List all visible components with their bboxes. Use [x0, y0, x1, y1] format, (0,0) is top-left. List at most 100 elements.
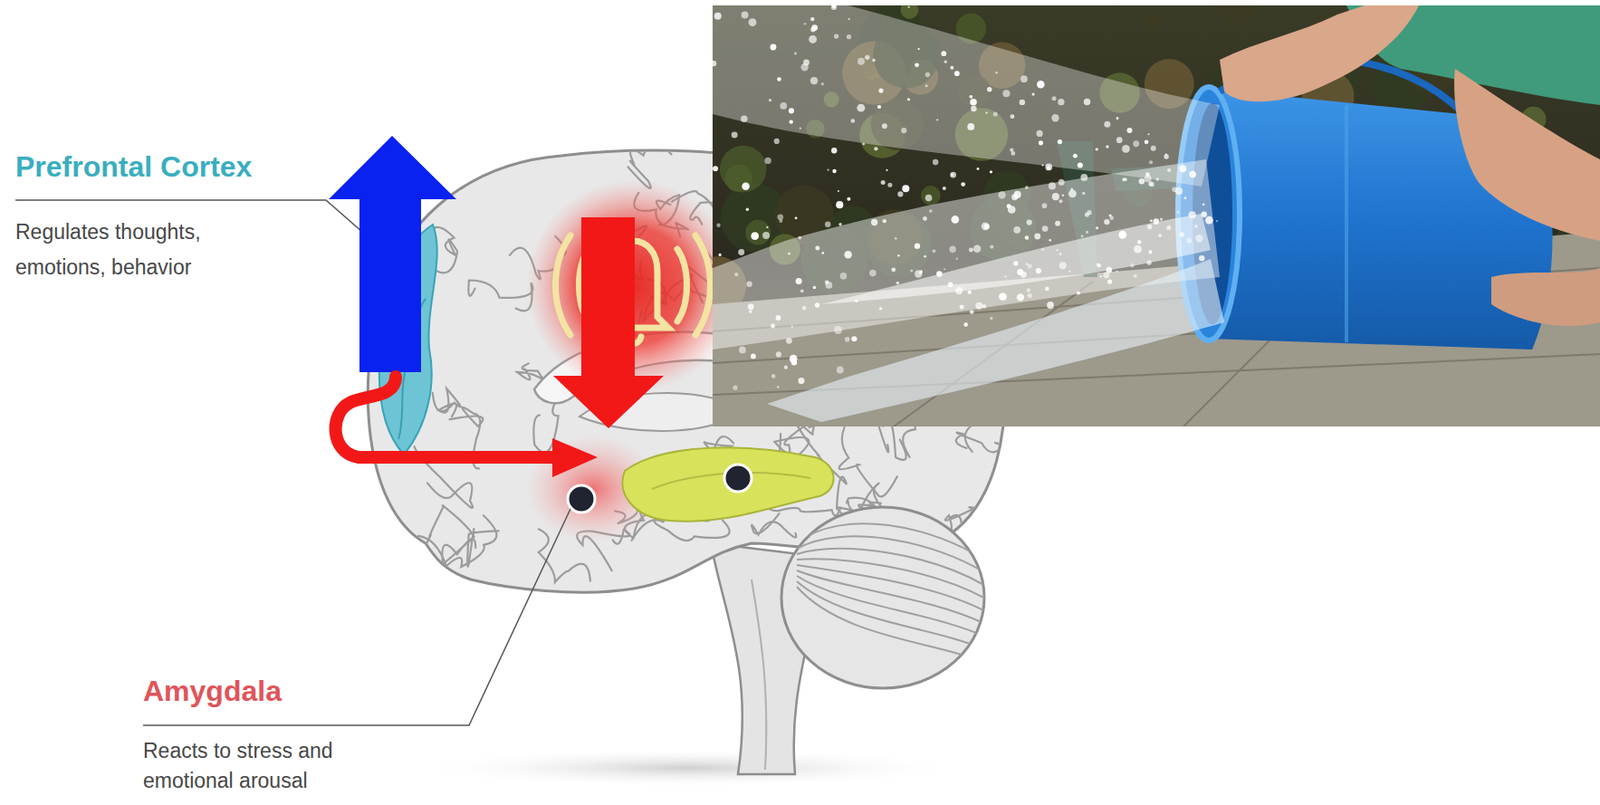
water-drop: [1188, 210, 1196, 219]
water-drop: [851, 335, 857, 342]
water-drop: [794, 51, 797, 55]
curved-arrow: [335, 376, 556, 458]
water-drop: [1103, 219, 1110, 225]
water-drop: [1107, 278, 1112, 284]
water-drop: [1123, 178, 1127, 182]
water-drop: [838, 222, 842, 226]
water-drop: [873, 146, 878, 151]
water-drop: [788, 119, 793, 124]
water-drop: [1158, 233, 1162, 238]
water-drop: [1163, 153, 1169, 159]
water-drop: [950, 215, 959, 224]
water-drop: [1042, 225, 1049, 232]
water-drop: [846, 197, 851, 202]
water-drop: [891, 267, 896, 272]
foliage-blob: [920, 185, 941, 206]
water-drop: [789, 354, 798, 364]
water-drop: [968, 95, 973, 99]
water-drop: [734, 272, 738, 277]
water-drop: [776, 351, 782, 357]
folia-line: [796, 581, 987, 651]
water-drop: [738, 346, 747, 355]
water-drop: [848, 18, 851, 20]
water-drop: [1175, 187, 1184, 196]
water-drop: [989, 244, 994, 249]
water-drop: [977, 167, 980, 171]
water-drop: [748, 309, 753, 314]
water-drop: [968, 248, 974, 253]
water-drop: [769, 43, 777, 50]
water-drop: [1059, 252, 1063, 256]
water-drop: [1148, 249, 1152, 254]
water-drop: [914, 62, 920, 68]
water-drop: [923, 255, 927, 259]
water-drop: [1132, 140, 1140, 147]
water-drop: [785, 337, 793, 345]
water-drop: [779, 102, 787, 110]
water-drop: [1116, 136, 1123, 144]
water-drop: [821, 82, 824, 86]
water-drop: [967, 289, 972, 294]
water-drop: [1020, 75, 1028, 83]
water-drop: [949, 66, 954, 70]
water-drop: [1052, 192, 1060, 201]
folia-line: [796, 523, 987, 562]
water-drop: [1006, 203, 1012, 209]
water-drop: [776, 315, 782, 321]
water-drop: [869, 269, 877, 278]
water-drop: [846, 34, 852, 39]
water-drop: [1070, 187, 1074, 191]
water-drop: [918, 47, 920, 50]
water-drop: [1102, 272, 1110, 279]
water-drop: [1147, 133, 1150, 135]
water-drop: [712, 60, 717, 67]
region-description: Reacts to stress and emotional arousal: [143, 736, 370, 797]
water-drop: [954, 70, 960, 77]
water-drop: [878, 87, 883, 93]
water-drop: [714, 12, 722, 20]
foliage-blob: [719, 145, 767, 193]
water-drop: [1137, 239, 1141, 244]
region-description: Regulates thoughts, emotions, behavior: [15, 214, 229, 286]
water-drop: [897, 191, 903, 197]
water-bucket-photo: [712, 5, 1600, 427]
water-drop: [1020, 271, 1027, 278]
water-drop: [1149, 220, 1153, 223]
water-drop: [1013, 260, 1018, 266]
water-drop: [1010, 114, 1016, 119]
water-drop: [1058, 179, 1065, 186]
water-drop: [747, 303, 755, 310]
water-drop: [973, 244, 981, 252]
water-drop: [983, 223, 989, 230]
water-drop: [998, 292, 1006, 300]
water-drop: [936, 118, 939, 121]
water-drop: [1056, 249, 1059, 251]
water-drop: [795, 216, 798, 220]
water-drop: [1205, 216, 1214, 225]
water-drop: [804, 22, 807, 26]
water-drop: [810, 17, 815, 21]
water-drop: [800, 288, 805, 293]
gyrus-line: [751, 513, 796, 537]
water-drop: [897, 254, 900, 257]
water-drop: [975, 302, 983, 310]
water-drop: [776, 76, 782, 82]
water-drop: [1082, 191, 1086, 196]
water-drop: [967, 123, 975, 131]
gyrus-line: [736, 548, 785, 588]
water-drop: [1025, 235, 1030, 240]
water-drop: [1116, 116, 1120, 120]
water-drop: [768, 98, 772, 102]
water-drop: [1051, 114, 1059, 122]
water-drop: [1085, 230, 1089, 234]
water-drop: [1148, 181, 1153, 186]
water-drop: [770, 47, 774, 50]
water-drop: [896, 281, 901, 286]
water-drop: [956, 258, 959, 261]
water-drop: [799, 127, 802, 130]
water-drop: [871, 58, 875, 62]
water-drop: [814, 302, 820, 307]
water-drop: [1044, 163, 1053, 172]
water-drop: [948, 245, 956, 252]
brain-shadow: [416, 747, 960, 788]
